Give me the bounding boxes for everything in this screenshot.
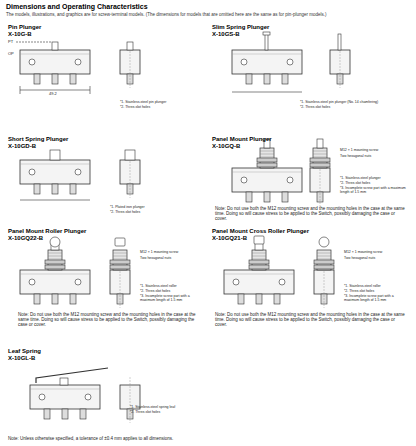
section-heading: Short Spring Plunger xyxy=(8,136,68,143)
spring-plunger xyxy=(265,34,268,50)
m12-bushing xyxy=(257,148,277,168)
m12-bushing xyxy=(45,250,65,270)
switch-body xyxy=(224,270,294,304)
footnote: M12 × 1 mounting screw xyxy=(344,250,408,254)
note-text: 49.2 xyxy=(49,92,57,97)
short-plunger xyxy=(50,150,60,160)
footnote: *2. Three-slot holes xyxy=(130,410,160,414)
page-title: Dimensions and Operating Characteristics xyxy=(6,3,148,11)
footnote: *1. Stainless-steel roller xyxy=(140,284,202,288)
switch-body xyxy=(232,50,302,84)
footnote: *1. Stainless-steel pin plunger (No. 14 … xyxy=(300,100,378,104)
end-view xyxy=(120,377,140,423)
note-text: Note: Do not use both the M12 mounting s… xyxy=(215,206,405,222)
section-heading: X-10GQ22-B xyxy=(8,235,43,242)
footnote: *1. Plated iron plunger xyxy=(110,205,145,209)
switch-body xyxy=(20,50,90,84)
footnote: *1. Stainless-steel roller xyxy=(344,284,408,288)
section-heading: Leaf Spring xyxy=(8,348,41,355)
footnote: *2. Three-slot holes xyxy=(300,105,330,109)
roller xyxy=(50,237,60,247)
section-heading: Pin Plunger xyxy=(8,24,41,31)
footnote: *2. Three-slot holes xyxy=(110,210,140,214)
footnote: *3. Incomplete screw part with a maximum… xyxy=(340,186,406,194)
note-text: Note: Do not use both the M12 mounting s… xyxy=(215,312,405,328)
section-heading: X-10GL-B xyxy=(8,355,35,362)
note-text: Note: Unless otherwise specified, a tole… xyxy=(8,436,408,441)
section-heading: X-10GQ-B xyxy=(212,143,240,150)
switch-body xyxy=(20,160,90,194)
footnote: Two hexagonal nuts xyxy=(140,256,202,260)
footnote: Two hexagonal nuts xyxy=(340,154,406,158)
footnote: *3. Incomplete screw part with a maximum… xyxy=(344,294,408,302)
footnote: *1. Stainless-steel pin plunger xyxy=(120,100,166,104)
leaf-spring xyxy=(36,368,108,383)
footnote: *1. Stainless-steel spring leaf xyxy=(130,405,175,409)
cross-roller xyxy=(254,236,264,244)
section-heading: X-10GQ21-B xyxy=(212,235,247,242)
footnote: *2. Three-slot holes xyxy=(140,289,202,293)
switch-body xyxy=(232,168,302,202)
m12-bushing xyxy=(249,250,269,270)
note-text: The models, illustrations, and graphics … xyxy=(6,12,411,17)
section-heading: Panel Mount Roller Plunger xyxy=(8,228,86,235)
switch-body xyxy=(30,385,100,419)
pin-plunger xyxy=(52,42,58,50)
footnote: *2. Three-slot holes xyxy=(340,181,406,185)
footnote: *2. Three-slot holes xyxy=(344,289,408,293)
dimension-line xyxy=(20,90,90,91)
section-heading: Panel Mount Cross Roller Plunger xyxy=(212,228,309,235)
switch-body xyxy=(20,270,90,304)
note-text: PT xyxy=(8,40,13,45)
footnote: M12 × 1 mounting screw xyxy=(340,148,406,152)
section-heading: X-10GS-B xyxy=(212,31,240,38)
section-heading: Panel Mount Plunger xyxy=(212,136,272,143)
note-text: OP xyxy=(8,52,14,57)
end-view xyxy=(120,42,140,88)
footnote: *3. Incomplete screw part with a maximum… xyxy=(140,294,202,302)
footnote: *2. Three-slot holes xyxy=(120,105,150,109)
footnote: Two hexagonal nuts xyxy=(344,256,408,260)
note-text: Note: Do not use both the M12 mounting s… xyxy=(18,312,203,328)
section-heading: Slim Spring Plunger xyxy=(212,24,269,31)
section-heading: X-10G-B xyxy=(8,31,32,38)
section-heading: X-10GD-B xyxy=(8,143,36,150)
footnote: *1. Stainless-steel plunger xyxy=(340,176,406,180)
footnote: M12 × 1 mounting screw xyxy=(140,250,202,254)
